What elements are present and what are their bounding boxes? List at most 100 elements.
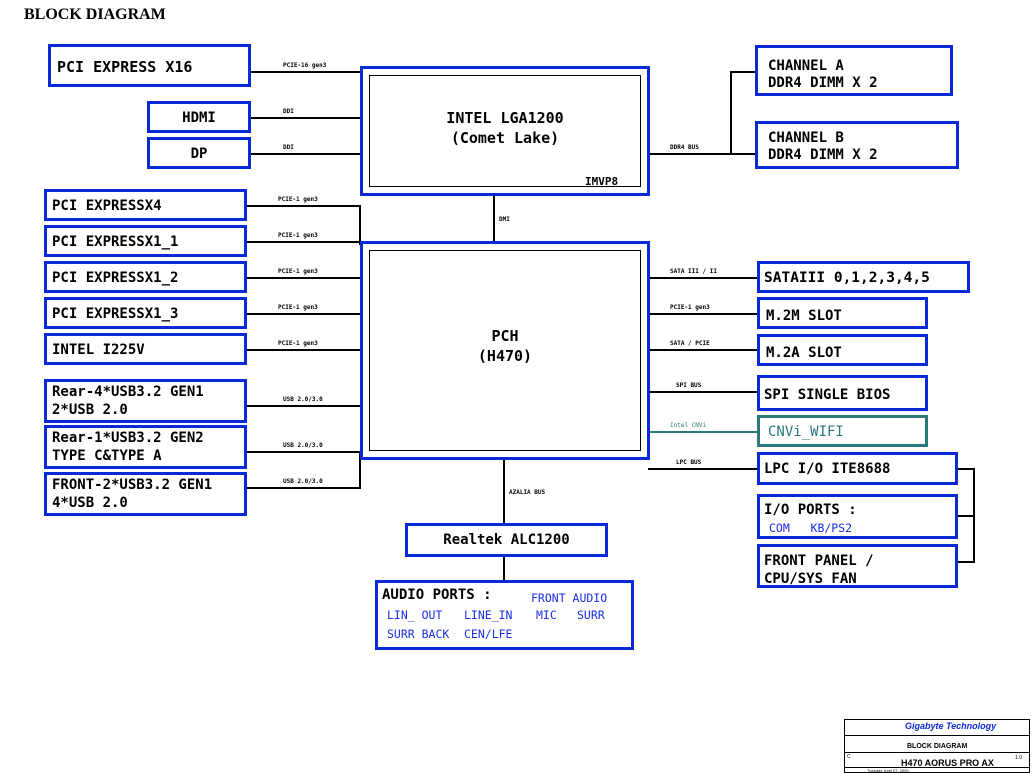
wire-codec-to-ports [503,555,505,582]
usb-rear2-line1: Rear-1*USB3.2 GEN2 [52,430,204,446]
m2a-label: M.2A SLOT [766,345,842,361]
pch-model: (H470) [477,347,533,365]
usb-rear1-line1: Rear-4*USB3.2 GEN1 [52,384,204,400]
bus-label-pcie16: PCIE-16 gen3 [283,62,327,69]
audio-codec-block: Realtek ALC1200 [405,523,608,557]
bus-label-sata: SATA III / II [670,268,717,275]
cpu-codename: (Comet Lake) [450,129,560,147]
audio-codec-label: Realtek ALC1200 [443,532,570,548]
io-ports-block: I/O PORTS : COM KB/PS2 [757,494,958,539]
channel-b-block: CHANNEL B DDR4 DIMM X 2 [755,121,959,169]
wire-lpc-out [957,468,975,470]
title-block-date: Tuesday, April 07, 2020 [867,768,909,773]
wire-io-ports [957,515,975,517]
front-panel-line1: FRONT PANEL / [764,553,874,569]
title-block-title: BLOCK DIAGRAM [907,743,968,750]
bus-label-i225v: PCIE-1 gen3 [278,340,318,347]
audio-mic: MIC [536,608,557,622]
bus-label-cnvi: Intel CNVi [670,422,707,429]
wire-usb-riser [359,451,361,489]
pcie-x4-block: PCI EXPRESSX4 [44,189,247,221]
wire-cnvi [648,431,758,433]
audio-ports-block: AUDIO PORTS : FRONT AUDIO LIN_ OUT LINE_… [375,580,634,650]
title-block-company: Gigabyte Technology [905,721,997,731]
bus-label-dmi: DMI [499,216,510,223]
page-title: BLOCK DIAGRAM [24,6,166,23]
channel-b-line2: DDR4 DIMM X 2 [768,147,878,163]
bus-label-m2a: SATA / PCIE [670,340,710,347]
channel-a-line2: DDR4 DIMM X 2 [768,75,878,91]
dp-block: DP [147,137,251,169]
bus-label-pciex4: PCIE-1 gen3 [278,196,318,203]
bus-label-lpc: LPC BUS [676,459,702,466]
pcie-x16-block: PCI EXPRESS X16 [48,44,251,87]
pcie-x1-3-label: PCI EXPRESSX1_3 [52,306,179,322]
bus-label-pciex1-3: PCIE-1 gen3 [278,304,318,311]
pcie-x1-1-label: PCI EXPRESSX1_1 [52,234,179,250]
wire-channel-b [730,153,757,155]
audio-front: FRONT AUDIO [531,591,608,605]
wire-usb-front [246,487,360,489]
audio-cen-lfe: CEN/LFE [464,627,513,641]
bus-label-pciex1-1: PCIE-1 gen3 [278,232,318,239]
audio-line-out: LIN_ OUT [387,608,443,622]
wire-ddr4 [648,153,731,155]
pcie-x4-label: PCI EXPRESSX4 [52,198,162,214]
wire-dp [250,153,362,155]
wire-channel-a [730,71,757,73]
wire-spi [648,391,758,393]
bus-label-usb-front: USB 2.0/3.0 [283,478,323,485]
pcie-x1-2-block: PCI EXPRESSX1_2 [44,261,247,293]
pcie-x1-2-label: PCI EXPRESSX1_2 [52,270,179,286]
audio-ports-title: AUDIO PORTS : [382,587,492,603]
wire-sata [648,277,758,279]
channel-a-line1: CHANNEL A [768,58,844,74]
bus-label-dp: DDI [283,144,294,151]
dp-label: DP [190,146,208,162]
wire-pciex4 [246,205,360,207]
wire-pciex1-3 [246,313,364,315]
wire-ddr4-riser [730,71,732,155]
audio-line-in: LINE_IN [464,608,513,622]
usb-front-line1: FRONT-2*USB3.2 GEN1 [52,477,213,493]
io-ports-title: I/O PORTS : [764,502,857,518]
usb-front-line2: 4*USB 2.0 [52,495,128,511]
lpc-io-label: LPC I/O ITE8688 [764,461,891,477]
cnvi-wifi-block: CNVi_WIFI [757,415,928,447]
m2m-block: M.2M SLOT [757,297,928,329]
i225v-block: INTEL I225V [44,333,247,365]
audio-surr: SURR [577,608,605,622]
sata-label: SATAIII 0,1,2,3,4,5 [764,270,930,286]
audio-surr-back: SURR BACK [387,627,450,641]
title-block: Gigabyte Technology BLOCK DIAGRAM C H470… [844,719,1030,773]
title-block-document: H470 AORUS PRO AX [901,758,994,768]
front-panel-block: FRONT PANEL / CPU/SYS FAN [757,544,958,588]
bus-label-azalia: AZALIA BUS [509,489,546,496]
usb-front-block: FRONT-2*USB3.2 GEN1 4*USB 2.0 [44,472,247,516]
usb-rear1-block: Rear-4*USB3.2 GEN1 2*USB 2.0 [44,379,247,423]
i225v-label: INTEL I225V [52,342,145,358]
wire-azalia [503,458,505,525]
usb-rear2-block: Rear-1*USB3.2 GEN2 TYPE C&TYPE A [44,425,247,469]
cnvi-wifi-label: CNVi_WIFI [768,424,844,440]
cpu-block: INTEL LGA1200 (Comet Lake) IMVP8 [360,66,650,196]
usb-rear2-line2: TYPE C&TYPE A [52,448,162,464]
wire-usb-rear1 [246,405,364,407]
wire-pciex1-2 [246,277,364,279]
title-block-rev: 1.0 [1015,755,1022,761]
m2a-block: M.2A SLOT [757,334,928,366]
wire-lpc [648,468,758,470]
wire-pciex1-1 [246,241,364,243]
wire-pcie16 [250,71,362,73]
bus-label-usb-rear2: USB 2.0/3.0 [283,442,323,449]
wire-pciex4-riser [359,205,361,245]
lpc-io-block: LPC I/O ITE8688 [757,452,958,485]
pcie-x1-3-block: PCI EXPRESSX1_3 [44,297,247,329]
bus-label-ddr4: DDR4 BUS [670,144,699,151]
pch-block: PCH (H470) [360,241,650,460]
m2m-label: M.2M SLOT [766,308,842,324]
pcie-x16-label: PCI EXPRESS X16 [57,58,193,76]
pch-name: PCH [491,327,519,345]
cpu-name: INTEL LGA1200 [446,109,564,127]
